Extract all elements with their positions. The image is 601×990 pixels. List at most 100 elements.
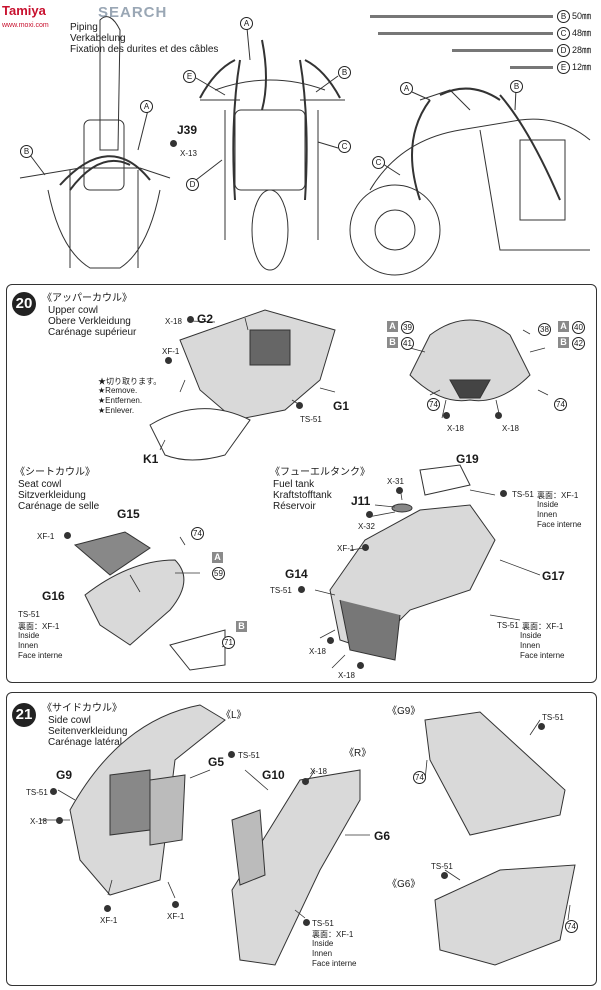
upper-cowl-en: Upper cowl: [48, 305, 99, 316]
part-g14: G14: [285, 567, 308, 581]
cable-e-bar: [510, 66, 553, 69]
cable-d-letter: D: [557, 44, 570, 57]
upper-cowl-jp: 《アッパーカウル》: [42, 293, 132, 304]
decal-71: 71: [222, 636, 235, 649]
seat-cowl-en: Seat cowl: [18, 479, 62, 490]
decal-41: 41: [401, 337, 414, 350]
seat-cowl-de: Sitzverkleidung: [18, 490, 86, 501]
paint-x18-g2: X-18: [165, 317, 182, 326]
cut-note-en: ★Remove.: [98, 386, 138, 395]
paint-xf1-upper: XF-1: [162, 347, 180, 356]
paint-dot-x13: [170, 140, 177, 147]
paint-xf1-tank: XF-1: [337, 544, 355, 553]
part-g1: G1: [333, 399, 350, 413]
part-j39: J39: [177, 123, 198, 137]
paint-dot-ts51-g6-detail: [441, 872, 448, 879]
part-g16: G16: [42, 589, 65, 603]
inside-fr-seat: Face interne: [18, 651, 63, 660]
inside-de-tank: Innen: [537, 510, 558, 519]
upper-cowl-fr: Carénage supérieur: [48, 327, 137, 338]
cable-e-letter: E: [557, 61, 570, 74]
watermark-logo: Tamiya: [2, 3, 46, 18]
part-g2: G2: [197, 312, 214, 326]
label-c-right: C: [372, 156, 385, 169]
paint-dot-x18-front-left: [443, 412, 450, 419]
seat-cowl-jp: 《シートカウル》: [15, 467, 95, 478]
label-c-mid: C: [338, 140, 351, 153]
g9-detail-title: 《G9》: [387, 706, 421, 717]
decal-74-front-left: 74: [427, 398, 440, 411]
part-g15: G15: [117, 507, 140, 521]
decal-40: 40: [572, 321, 585, 334]
side-cowl-en: Side cowl: [48, 715, 91, 726]
decal-39: 39: [401, 321, 414, 334]
inside-jp-tank: 裏面：XF-1: [537, 491, 579, 500]
paint-dot-xf1-upper: [165, 357, 172, 364]
fuel-tank-de: Kraftstofftank: [273, 490, 332, 501]
part-g19: G19: [456, 452, 479, 466]
paint-dot-ts51-tank: [500, 490, 507, 497]
part-g10: G10: [262, 768, 285, 782]
piping-title-fr: Fixation des durites et des câbles: [70, 44, 219, 55]
part-g17: G17: [542, 569, 565, 583]
paint-ts51-g9: TS-51: [26, 788, 48, 797]
inside-jp-seat: 裏面：XF-1: [18, 622, 60, 631]
part-g9: G9: [56, 768, 73, 782]
paint-xf1-g5: XF-1: [167, 912, 185, 921]
part-g5: G5: [208, 755, 225, 769]
watermark-url: www.moxi.com: [2, 22, 49, 29]
paint-ts51-g6: TS-51: [312, 919, 334, 928]
inside-de-g6: Innen: [312, 949, 333, 958]
paint-dot-xf1-g9: [104, 905, 111, 912]
cable-b-bar: [370, 15, 553, 18]
paint-ts51-g6-detail: TS-51: [431, 862, 453, 871]
cable-d-bar: [452, 49, 553, 52]
label-b-mid: B: [338, 66, 351, 79]
paint-x18-g9: X-18: [30, 817, 47, 826]
paint-x18-front-right: X-18: [502, 424, 519, 433]
cable-b-letter: B: [557, 10, 570, 23]
marker-b-right: B: [558, 337, 569, 348]
paint-dot-xf1-g5: [172, 901, 179, 908]
marker-b-left: B: [387, 337, 398, 348]
watermark-search: SEARCH: [98, 4, 168, 21]
decal-74-seat: 74: [191, 527, 204, 540]
paint-dot-ts51-g5: [228, 751, 235, 758]
fuel-tank-en: Fuel tank: [273, 479, 315, 490]
inside-en-tank-b: Inside: [520, 631, 542, 640]
paint-xf1-g9: XF-1: [100, 916, 118, 925]
inside-jp-tank-b: 裏面：XF-1: [522, 622, 564, 631]
inside-fr-tank-b: Face interne: [520, 651, 565, 660]
cable-c-bar: [378, 32, 553, 35]
label-b-left: B: [20, 145, 33, 158]
inside-fr-g6: Face interne: [312, 959, 357, 968]
paint-ts51-g5: TS-51: [238, 751, 260, 760]
label-d-mid: D: [186, 178, 199, 191]
marker-b-seat: B: [236, 621, 247, 632]
paint-dot-x18-g9: [56, 817, 63, 824]
paint-dot-x32: [366, 511, 373, 518]
side-right-title: 《R》: [344, 748, 372, 759]
paint-dot-ts51-g6: [303, 919, 310, 926]
side-cowl-jp: 《サイドカウル》: [42, 703, 122, 714]
label-a-right: A: [400, 82, 413, 95]
cable-d-length: 28㎜: [572, 45, 592, 55]
inside-jp-g6: 裏面：XF-1: [312, 930, 354, 939]
cut-note-de: ★Entfernen.: [98, 396, 143, 405]
paint-x18-g6: X-18: [310, 767, 327, 776]
paint-dot-x18-tank-a: [327, 637, 334, 644]
inside-fr-tank: Face interne: [537, 520, 582, 529]
paint-ts51-g9-detail: TS-51: [542, 713, 564, 722]
cable-b-length: 50㎜: [572, 11, 592, 21]
cable-c-letter: C: [557, 27, 570, 40]
cable-e-length: 12㎜: [572, 62, 592, 72]
label-a-left: A: [140, 100, 153, 113]
inside-en-seat: Inside: [18, 631, 40, 640]
paint-x18-tank-b: X-18: [338, 671, 355, 680]
cable-c-length: 48㎜: [572, 28, 592, 38]
paint-dot-ts51-g9-detail: [538, 723, 545, 730]
paint-x18-front-left: X-18: [447, 424, 464, 433]
decal-74-g6: 74: [565, 920, 578, 933]
step-21-number: 21: [12, 703, 36, 727]
side-cowl-de: Seitenverkleidung: [48, 726, 128, 737]
